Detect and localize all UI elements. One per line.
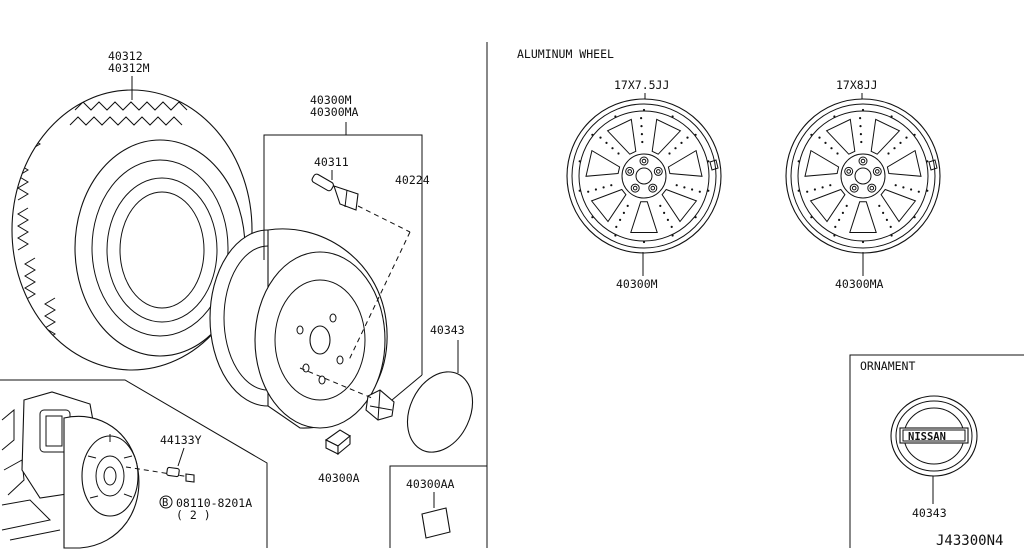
alloy-wheel-17x7-5jj xyxy=(566,98,722,254)
wheel-nut xyxy=(365,389,395,421)
valve-stem xyxy=(311,173,359,211)
tire-part-number: 40312 xyxy=(108,49,143,63)
ornament-part-number: 40343 xyxy=(912,506,947,520)
bolt-quantity: ( 2 ) xyxy=(176,508,211,522)
stud-part-number: 44133Y xyxy=(160,433,202,447)
tire-drawing xyxy=(11,89,253,371)
nissan-badge: NISSAN xyxy=(890,395,978,477)
weight-part-number: 40300A xyxy=(318,471,360,485)
hub-stud xyxy=(166,466,195,483)
adhesive-weight xyxy=(421,507,451,539)
wheel-part-number-ma: 40300MA xyxy=(310,105,359,119)
wheel1-size: 17X7.5JJ xyxy=(614,78,669,92)
wheel2-part-number: 40300MA xyxy=(835,277,884,291)
badge-text: NISSAN xyxy=(908,431,946,443)
bolt-prefix-circle xyxy=(159,495,173,509)
wheel-part-number-m: 40300M xyxy=(310,93,352,107)
alloy-wheel-17x8jj xyxy=(785,98,941,254)
tire-part-number-m: 40312M xyxy=(108,61,150,75)
center-cap xyxy=(406,371,474,453)
weight-box-part-number: 40300AA xyxy=(406,477,455,491)
cap-part-number: 40343 xyxy=(430,323,465,337)
hub-inset-drawing xyxy=(1,391,140,549)
section-dividers xyxy=(0,42,1024,548)
balance-weight xyxy=(324,429,351,456)
ornament-title: ORNAMENT xyxy=(860,359,915,373)
aluminum-wheel-title: ALUMINUM WHEEL xyxy=(517,47,614,61)
diagram-code: J43300N4 xyxy=(936,533,1003,549)
nut-part-number: 40224 xyxy=(395,173,430,187)
wheel2-size: 17X8JJ xyxy=(836,78,878,92)
bolt-part-number: 08110-8201A xyxy=(176,496,252,510)
wheel1-part-number: 40300M xyxy=(616,277,658,291)
bolt-prefix: B xyxy=(162,497,168,509)
valve-part-number: 40311 xyxy=(314,155,349,169)
wheel-drawing xyxy=(209,228,388,429)
